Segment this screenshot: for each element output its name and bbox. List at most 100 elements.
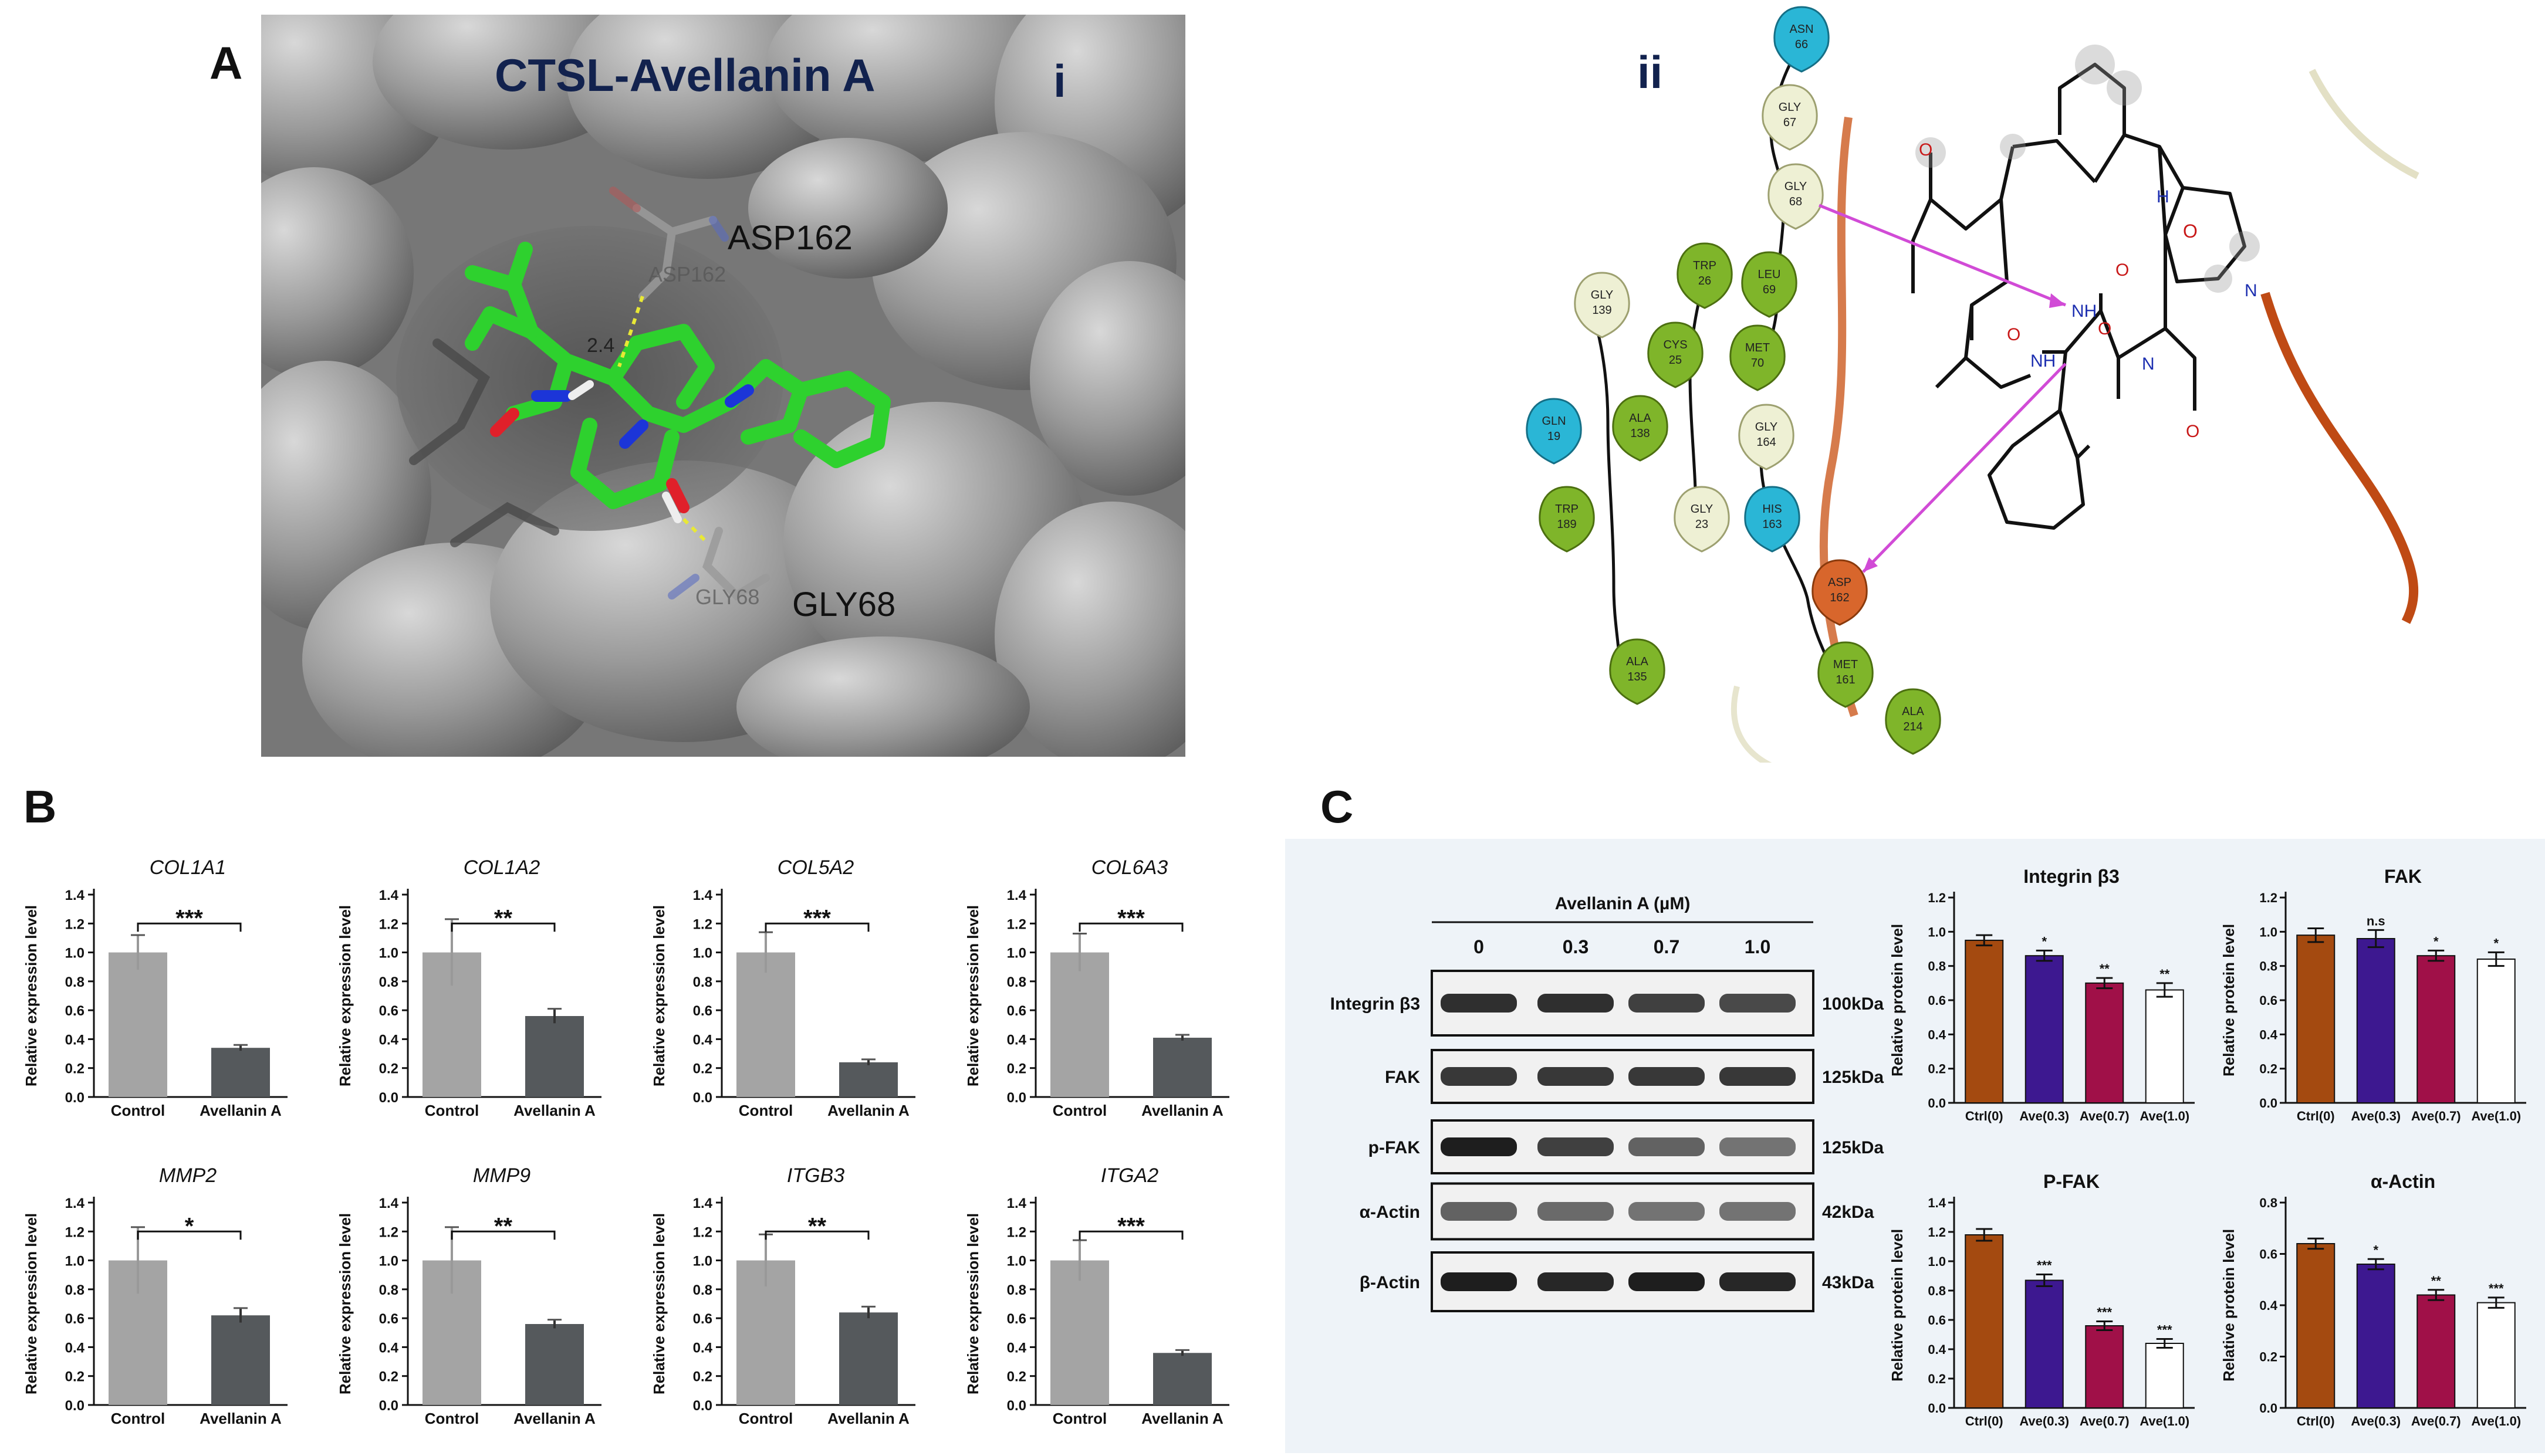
- y-axis-label: Relative protein level: [2220, 924, 2238, 1076]
- svg-text:MET: MET: [1745, 341, 1770, 354]
- y-tick-label: 1.0: [693, 946, 712, 961]
- chart-title: MMP2: [159, 1164, 217, 1187]
- y-tick-label: 0.6: [693, 1003, 712, 1019]
- y-axis-label: Relative protein level: [2220, 1229, 2238, 1381]
- significance-label: *: [185, 1213, 194, 1239]
- y-tick-label: 0.6: [1007, 1003, 1026, 1019]
- y-tick-label: 0.0: [1928, 1401, 1946, 1416]
- y-tick-label: 0.4: [2259, 1027, 2277, 1042]
- svg-text:68: 68: [1789, 195, 1802, 208]
- y-tick-label: 0.8: [65, 974, 85, 990]
- ligand-avellanin-a: [465, 242, 891, 509]
- bar: [2476, 1302, 2516, 1408]
- bar: [109, 952, 167, 1097]
- atom-h: H: [2157, 187, 2169, 206]
- significance-bracket: [1079, 922, 1184, 932]
- y-tick-label: 1.4: [1928, 1196, 1946, 1210]
- x-tick-label: Ctrl(0): [2297, 1414, 2335, 1428]
- y-axis-label: Relative protein level: [1888, 1229, 1906, 1381]
- y-tick-label: 0.6: [65, 1311, 85, 1327]
- y-tick-label: 1.0: [65, 946, 85, 961]
- blot-protein-label: FAK: [1385, 1068, 1420, 1087]
- y-tick-label: 0.2: [693, 1061, 712, 1077]
- lane-label: 0.3: [1563, 936, 1588, 957]
- svg-text:26: 26: [1698, 275, 1711, 287]
- svg-text:O: O: [2186, 422, 2199, 441]
- svg-text:GLY: GLY: [1691, 503, 1713, 516]
- significance-label: *: [2493, 936, 2499, 950]
- y-tick-label: 0.6: [379, 1003, 398, 1019]
- y-tick-label: 0.0: [2259, 1096, 2277, 1110]
- chart-title: COL5A2: [778, 856, 854, 879]
- y-tick-label: 1.2: [65, 1224, 85, 1240]
- bar: [2296, 1243, 2336, 1408]
- atom-o: O: [2183, 221, 2198, 242]
- y-tick-label: 0.6: [379, 1311, 398, 1327]
- bar: [211, 1315, 270, 1405]
- chart-title: COL1A1: [150, 856, 226, 879]
- blot-band: [1628, 1137, 1705, 1156]
- blot-band: [1441, 1067, 1517, 1086]
- significance-label: ***: [2097, 1305, 2112, 1320]
- y-tick-label: 1.2: [379, 916, 398, 932]
- bar: [211, 1048, 270, 1097]
- y-tick-label: 0.0: [379, 1090, 398, 1106]
- blot-kda-label: 42kDa: [1822, 1203, 1874, 1222]
- significance-bracket: [137, 922, 242, 932]
- y-tick-label: 1.2: [693, 916, 712, 932]
- y-tick-label: 1.4: [1007, 888, 1027, 903]
- y-tick-label: 1.4: [1007, 1196, 1027, 1211]
- y-tick-label: 0.6: [2259, 1247, 2277, 1262]
- x-tick-label: Avellanin A: [827, 1102, 910, 1119]
- chart-title: ITGA2: [1101, 1164, 1158, 1187]
- significance-label: ***: [2489, 1281, 2504, 1296]
- significance-label: **: [494, 905, 513, 931]
- x-tick-label: Ave(0.7): [2080, 1414, 2130, 1428]
- significance-label: **: [494, 1213, 513, 1239]
- y-tick-label: 0.2: [65, 1369, 85, 1385]
- svg-text:161: 161: [1836, 673, 1855, 686]
- binding-pocket: [396, 226, 783, 531]
- y-tick-label: 0.8: [693, 1282, 712, 1298]
- y-tick-label: 0.4: [379, 1032, 399, 1048]
- x-tick-label: Ave(0.3): [2351, 1109, 2401, 1123]
- y-tick-label: 1.4: [693, 1196, 713, 1211]
- y-axis-label: Relative expression level: [336, 905, 354, 1086]
- svg-text:139: 139: [1592, 304, 1611, 317]
- svg-text:O: O: [2115, 260, 2129, 280]
- significance-bracket: [1079, 1230, 1184, 1240]
- contact-curve-left: [1819, 116, 1858, 717]
- x-tick-label: Control: [425, 1410, 479, 1427]
- svg-text:189: 189: [1557, 518, 1576, 531]
- y-axis-label: Relative expression level: [22, 905, 40, 1086]
- docking-surface-image: 2.4 ASP162 GLY68 CTSL-Avellanin A i ASP1…: [261, 15, 1185, 757]
- panel-label-b: B: [23, 781, 57, 832]
- svg-text:O: O: [1919, 140, 1932, 160]
- y-tick-label: 1.4: [379, 1196, 399, 1211]
- y-tick-label: 0.4: [693, 1340, 713, 1356]
- svg-text:ALA: ALA: [1629, 412, 1651, 425]
- significance-label: ***: [1117, 1213, 1145, 1239]
- residue-label-gly68: GLY68: [792, 585, 895, 624]
- faint-residue-label-asp162: ASP162: [648, 262, 726, 286]
- chart-title: α-Actin: [2371, 1171, 2435, 1192]
- y-tick-label: 1.0: [1928, 925, 1946, 939]
- svg-text:GLN: GLN: [1542, 415, 1566, 428]
- x-tick-label: Ave(0.7): [2411, 1414, 2461, 1428]
- svg-text:ALA: ALA: [1626, 655, 1648, 668]
- y-tick-label: 0.4: [1007, 1032, 1027, 1048]
- y-tick-label: 0.2: [65, 1061, 85, 1077]
- y-tick-label: 0.2: [1928, 1062, 1946, 1076]
- bar: [2356, 938, 2395, 1103]
- y-tick-label: 0.8: [1007, 1282, 1026, 1298]
- y-tick-label: 0.8: [2259, 1196, 2277, 1210]
- chart-title: COL1A2: [464, 856, 540, 879]
- protein-surface: [261, 15, 1185, 757]
- significance-label: **: [2159, 967, 2170, 981]
- svg-text:GLY: GLY: [1779, 101, 1802, 114]
- significance-bracket: [451, 1230, 556, 1240]
